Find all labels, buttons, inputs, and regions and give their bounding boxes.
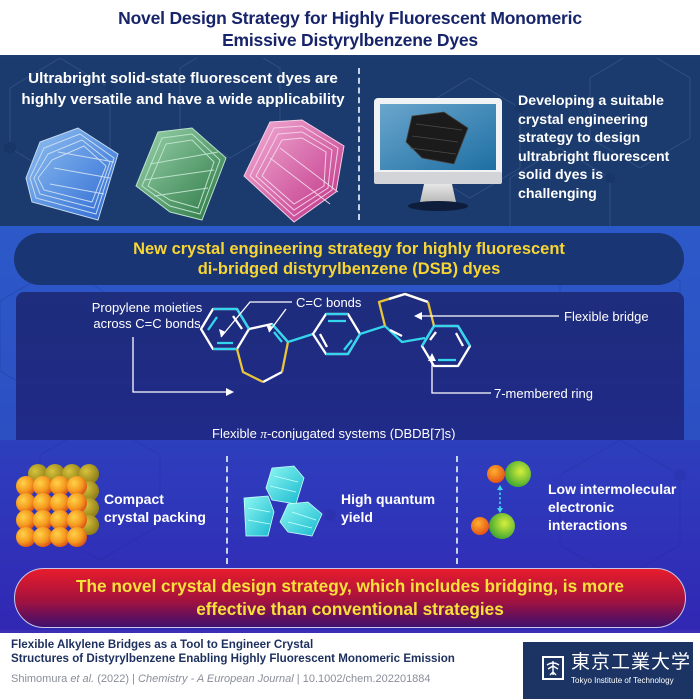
citation-year: (2022) — [97, 673, 130, 685]
tokyo-tech-logo: 東京工業大学 Tokyo Institute of Technology — [523, 642, 693, 699]
feature-divider — [226, 456, 228, 564]
conclusion-line1: The novel crystal design strategy, which… — [76, 576, 624, 596]
citation-separator: | — [296, 673, 300, 685]
conclusion-banner: The novel crystal design strategy, which… — [14, 568, 686, 628]
citation-doi[interactable]: 10.1002/chem.202201884 — [302, 673, 431, 685]
feature-compact-packing: Compact crystal packing — [104, 490, 206, 526]
citation-separator: | — [132, 673, 135, 685]
challenge-line: Developing a suitable — [518, 93, 664, 109]
feature-low-interactions: Low intermolecular electronic interactio… — [548, 480, 676, 534]
green-crystal-icon — [135, 127, 227, 221]
footer: Flexible Alkylene Bridges as a Tool to E… — [0, 630, 700, 700]
feature-quantum-yield: High quantum yield — [341, 490, 435, 526]
citation: Shimomura et al. (2022) | Chemistry - A … — [11, 672, 431, 686]
strategy-section: New crystal engineering strategy for hig… — [0, 226, 700, 440]
top-section: Ultrabright solid-state fluorescent dyes… — [0, 58, 700, 226]
caption-prefix: Flexible — [212, 426, 261, 440]
logo-japanese-name: 東京工業大学 — [571, 652, 692, 673]
citation-etal: et al. — [70, 673, 95, 685]
feature-divider — [456, 456, 458, 564]
challenge-statement: Developing a suitable crystal engineerin… — [518, 92, 698, 203]
section-divider — [358, 68, 360, 220]
flexible-bridge-label: Flexible bridge — [564, 309, 649, 324]
page-title-line1: Novel Design Strategy for Highly Fluores… — [118, 8, 582, 28]
challenge-line: solid dyes is — [518, 167, 604, 183]
paper-title[interactable]: Flexible Alkylene Bridges as a Tool to E… — [11, 638, 455, 666]
feature-line: Low intermolecular — [548, 481, 677, 497]
citation-authors: Shimomura — [11, 673, 68, 685]
feature-line: electronic — [548, 499, 615, 515]
feature-line: yield — [341, 509, 373, 525]
title-bar: Novel Design Strategy for Highly Fluores… — [0, 0, 700, 58]
molecule-pair-icon — [471, 461, 531, 539]
strategy-banner: New crystal engineering strategy for hig… — [14, 233, 684, 285]
strategy-banner-line1: New crystal engineering strategy for hig… — [133, 240, 565, 258]
citation-journal: Chemistry - A European Journal — [138, 673, 294, 685]
paper-title-line1: Flexible Alkylene Bridges as a Tool to E… — [11, 638, 314, 651]
challenge-line: challenging — [518, 185, 597, 202]
conclusion-line2: effective than conventional strategies — [196, 599, 504, 619]
challenge-line: crystal engineering — [518, 111, 649, 128]
logo-english-name: Tokyo Institute of Technology — [571, 676, 674, 685]
strategy-banner-line2: di-bridged distyrylbenzene (DSB) dyes — [197, 260, 501, 278]
versatility-statement: Ultrabright solid-state fluorescent dyes… — [10, 68, 356, 110]
challenge-line: ultrabright fluorescent — [518, 148, 670, 165]
feature-line: High quantum — [341, 491, 436, 507]
sphere-packing-icon — [16, 464, 99, 547]
dbdb7-molecule-diagram — [132, 292, 559, 396]
blue-crystal-icon — [25, 127, 119, 221]
caption-pi: π — [260, 426, 267, 440]
monitor-icon — [374, 98, 502, 211]
cyan-crystals-icon — [243, 465, 323, 537]
feature-line: Compact — [104, 491, 164, 507]
propylene-label-line1: Propylene moieties — [91, 300, 203, 315]
propylene-label-line2: across C=C bonds — [93, 316, 201, 331]
tokyo-tech-emblem-icon — [542, 656, 564, 680]
challenge-line: strategy to design — [518, 130, 641, 146]
caption-suffix: -conjugated systems (DBDB[7]s) — [266, 426, 456, 440]
pink-crystal-icon — [243, 119, 345, 223]
seven-membered-ring-label: 7-membered ring — [494, 386, 593, 401]
molecule-panel: Propylene moieties across C=C bonds C=C … — [16, 292, 684, 440]
page-title-line2: Emissive Distyrylbenzene Dyes — [222, 30, 478, 50]
feature-line: crystal packing — [104, 509, 206, 525]
features-section: Compact crystal packing High quantum yi — [0, 440, 700, 630]
propylene-label: Propylene moieties across C=C bonds — [72, 300, 222, 332]
versatility-line2: highly versatile and have a wide applica… — [21, 91, 345, 108]
cc-bonds-label: C=C bonds — [296, 295, 362, 310]
feature-line: interactions — [548, 517, 628, 533]
paper-title-line2: Structures of Distyrylbenzene Enabling H… — [11, 652, 455, 665]
versatility-line1: Ultrabright solid-state fluorescent dyes… — [28, 70, 338, 87]
molecule-caption: Flexible π-conjugated systems (DBDB[7]s) — [212, 426, 456, 440]
